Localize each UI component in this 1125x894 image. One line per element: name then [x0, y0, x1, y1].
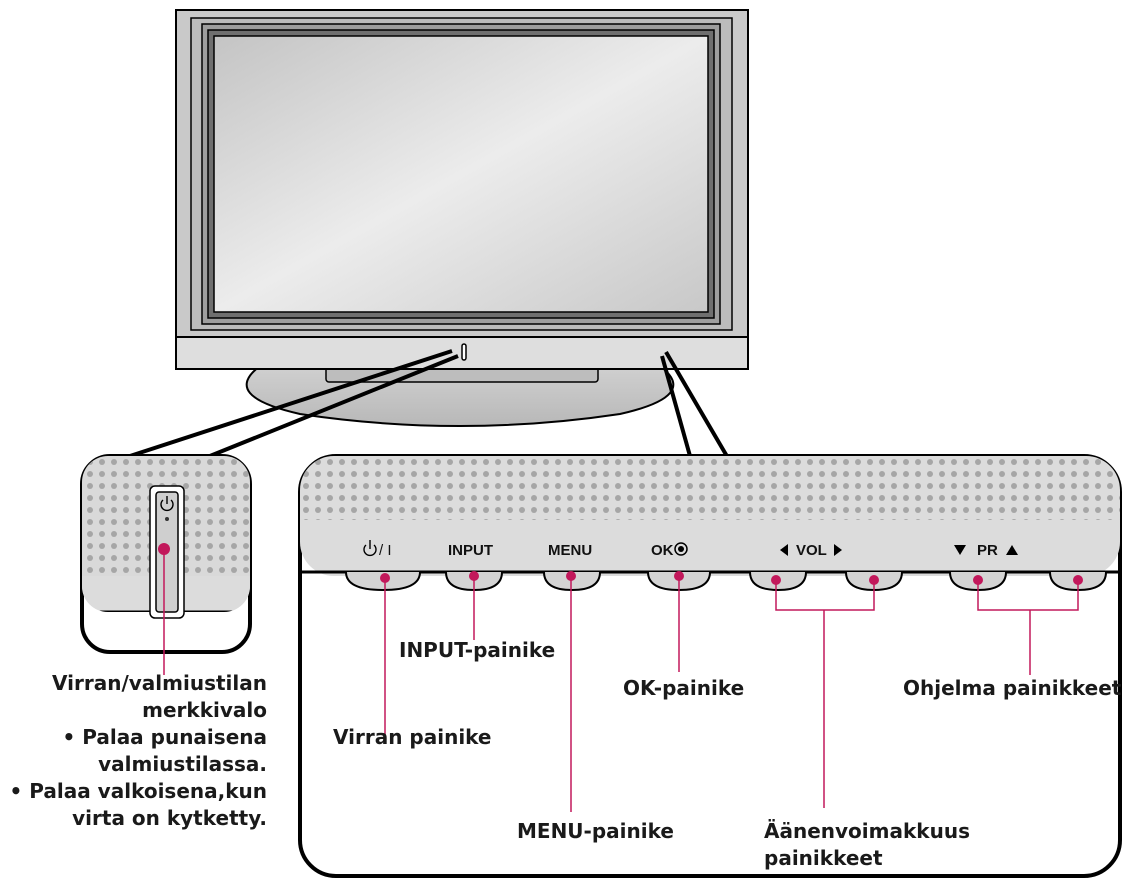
ok-circle-icon: [674, 542, 688, 556]
power-button-label: / I: [363, 540, 392, 559]
ok-label: OK: [651, 542, 674, 559]
callout-lines: [163, 549, 1079, 812]
vol-label: VOL: [796, 542, 827, 559]
pr-down-icon: [954, 545, 966, 555]
control-panel-inset: / I INPUT MENU OK VOL PR: [298, 454, 1122, 878]
vol-up-icon: [834, 544, 842, 556]
input-button-callout: INPUT-painike: [399, 638, 556, 662]
standby-indicator-title-2: merkkivalo: [142, 698, 267, 722]
volume-buttons-callout: Äänenvoimakkuus painikkeet: [764, 818, 970, 872]
power-symbol-icon: [363, 540, 377, 557]
power-button-callout: Virran painike: [333, 725, 492, 749]
callout-dots: [380, 571, 1083, 585]
standby-indicator-title: Virran/valmiustilan: [52, 671, 267, 695]
standby-indicator-callout: Virran/valmiustilan merkkivalo • Palaa p…: [10, 670, 268, 832]
ok-button-callout: OK-painike: [623, 676, 745, 700]
volume-buttons-line2: painikkeet: [764, 846, 883, 870]
standby-indicator-note-1b: valmiustilassa.: [98, 752, 267, 776]
vol-down-icon: [780, 544, 788, 556]
power-icon: [160, 496, 174, 512]
menu-label: MENU: [548, 542, 592, 559]
power-label: / I: [379, 542, 392, 559]
standby-indicator-note-2b: virta on kytketty.: [72, 806, 267, 830]
program-buttons-callout: Ohjelma painikkeet: [903, 676, 1122, 700]
indicator-inset: [80, 454, 252, 654]
menu-button-callout: MENU-painike: [517, 819, 674, 843]
pr-label: PR: [977, 542, 998, 559]
tv-set: [175, 9, 749, 427]
power-indicator-slot: [461, 343, 467, 361]
volume-buttons-line1: Äänenvoimakkuus: [764, 819, 970, 843]
standby-indicator-note-1: • Palaa punaisena: [62, 725, 267, 749]
tv-screen: [213, 35, 709, 313]
pr-up-icon: [1006, 545, 1018, 555]
input-label: INPUT: [448, 542, 493, 559]
standby-indicator-note-2: • Palaa valkoisena,kun: [9, 779, 268, 803]
magnifier-lines: [129, 349, 730, 462]
